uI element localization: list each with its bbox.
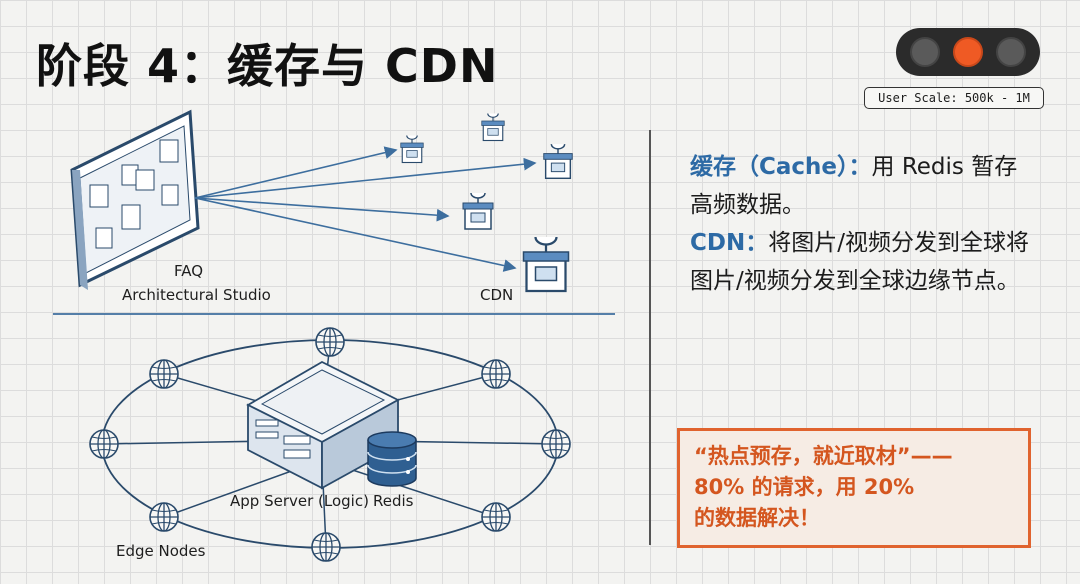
- studio-label: Architectural Studio: [122, 286, 271, 304]
- globe-icon: [541, 429, 571, 459]
- globe-icon: [481, 502, 511, 532]
- globe-icon: [481, 359, 511, 389]
- cdn-node-icon: [522, 235, 570, 293]
- cache-term: 缓存（Cache）：: [690, 154, 872, 180]
- callout-box: “热点预存，就近取材”—— 80% 的请求，用 20% 的数据解决！: [677, 428, 1031, 548]
- cdn-node-icon: [462, 192, 494, 230]
- database-icon: [367, 431, 417, 487]
- user-scale-badge: User Scale: 500k - 1M: [864, 87, 1044, 109]
- faq-board-icon: [70, 109, 200, 290]
- server-icon: [246, 360, 400, 490]
- globe-icon: [89, 429, 119, 459]
- edge-nodes-label: Edge Nodes: [116, 542, 206, 560]
- page-title: 阶段 4：缓存与 CDN: [36, 39, 499, 93]
- cache-description: 缓存（Cache）：用 Redis 暂存高频数据。: [690, 148, 1040, 224]
- server-label: App Server (Logic): [230, 492, 369, 510]
- redis-label: Redis: [373, 492, 414, 510]
- callout-line-1: “热点预存，就近取材”——: [694, 444, 953, 468]
- globe-icon: [149, 502, 179, 532]
- description-panel: 缓存（Cache）：用 Redis 暂存高频数据。 CDN：将图片/视频分发到全…: [690, 148, 1040, 300]
- cache-text: 用 Redis 暂存高频数据。: [690, 154, 1018, 218]
- vertical-divider: [649, 130, 651, 545]
- globe-icon: [311, 532, 341, 562]
- cdn-text: 将图片/视频分发到全球将图片/视频分发到全球边缘节点。: [690, 230, 1029, 294]
- cdn-node-icon: [400, 134, 424, 164]
- callout-line-3: 的数据解决！: [694, 506, 820, 530]
- cdn-description: CDN：将图片/视频分发到全球将图片/视频分发到全球边缘节点。: [690, 224, 1040, 300]
- globe-icon: [149, 359, 179, 389]
- faq-label: FAQ: [174, 262, 204, 280]
- cdn-term: CDN：: [690, 230, 769, 256]
- cdn-node-icon: [481, 112, 505, 142]
- architecture-diagram: [53, 109, 615, 562]
- light-off-icon: [995, 37, 1026, 67]
- globe-icon: [315, 327, 345, 357]
- traffic-light-indicator: [896, 28, 1040, 76]
- cdn-node-icon: [543, 143, 573, 180]
- callout-line-2: 80% 的请求，用 20%: [694, 475, 915, 499]
- cdn-label: CDN: [480, 286, 514, 304]
- light-on-icon: [952, 37, 983, 67]
- light-off-icon: [910, 37, 941, 67]
